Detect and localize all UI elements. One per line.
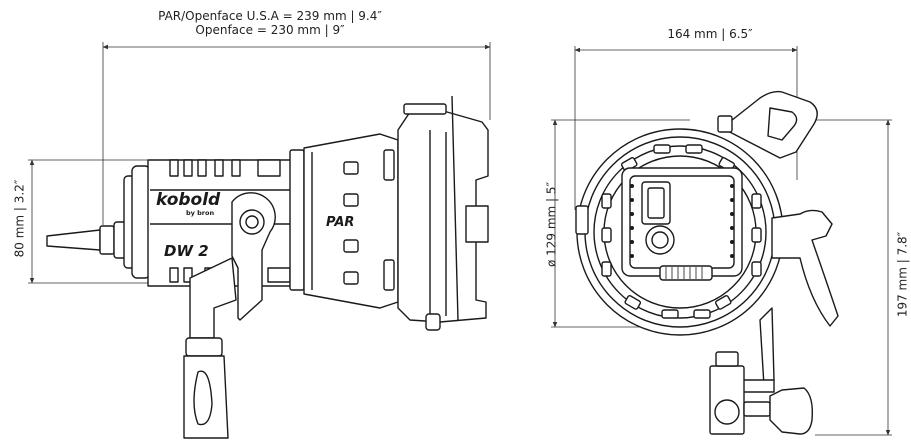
model-label: DW 2: [164, 242, 209, 260]
side-length-label-2: Openface = 230 mm | 9″: [195, 23, 345, 37]
front-width-label: 164 mm | 6.5″: [667, 27, 753, 41]
side-length-label-1: PAR/Openface U.S.A = 239 mm | 9.4″: [158, 9, 382, 23]
side-view-branding: kobold by bron DW 2 PAR: [156, 190, 354, 260]
side-view-fixture: [46, 95, 489, 439]
lens-label: PAR: [326, 215, 354, 230]
brand-logo: kobold: [156, 190, 221, 210]
sub-brand-logo: by bron: [186, 209, 214, 217]
front-view-fixture: [575, 90, 839, 435]
